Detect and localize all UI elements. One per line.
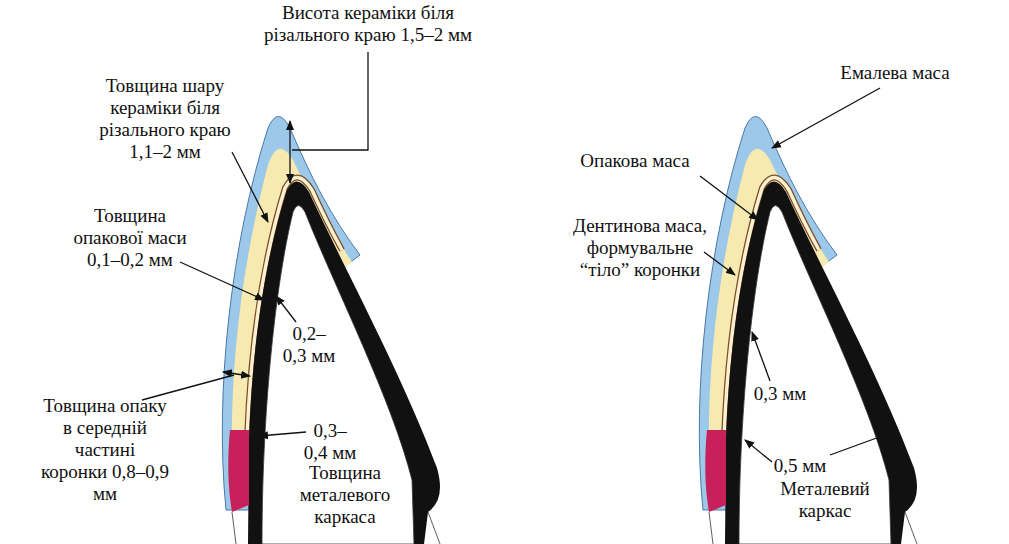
dimension-label: 0,3– 0,4 мм [300, 420, 360, 464]
part-label: Емалева маса [810, 62, 980, 84]
part-label: Дентинова маса, формувальне “тіло” корон… [565, 215, 715, 281]
dimension-label: Висота кераміки біля різального краю 1,5… [248, 2, 488, 46]
crown-section-left [222, 117, 440, 544]
dimension-label: Товщина опакової маси 0,1–0,2 мм [60, 205, 200, 271]
part-label: Опакова маса [550, 150, 720, 172]
dimension-label: 0,5 мм [765, 455, 835, 477]
leader-lines [142, 52, 893, 462]
dimension-label: 0,3 мм [745, 383, 815, 405]
dimension-label: 0,2– 0,3 мм [280, 323, 338, 367]
part-label: Товщина металевого каркаса [290, 462, 400, 528]
part-label: Металевий каркас [770, 478, 880, 522]
dimension-label: Товщина опаку в середній частині коронки… [40, 395, 170, 505]
dimension-label: Товщина шару кераміки біля різального кр… [90, 75, 240, 163]
crown-section-right [699, 117, 917, 544]
